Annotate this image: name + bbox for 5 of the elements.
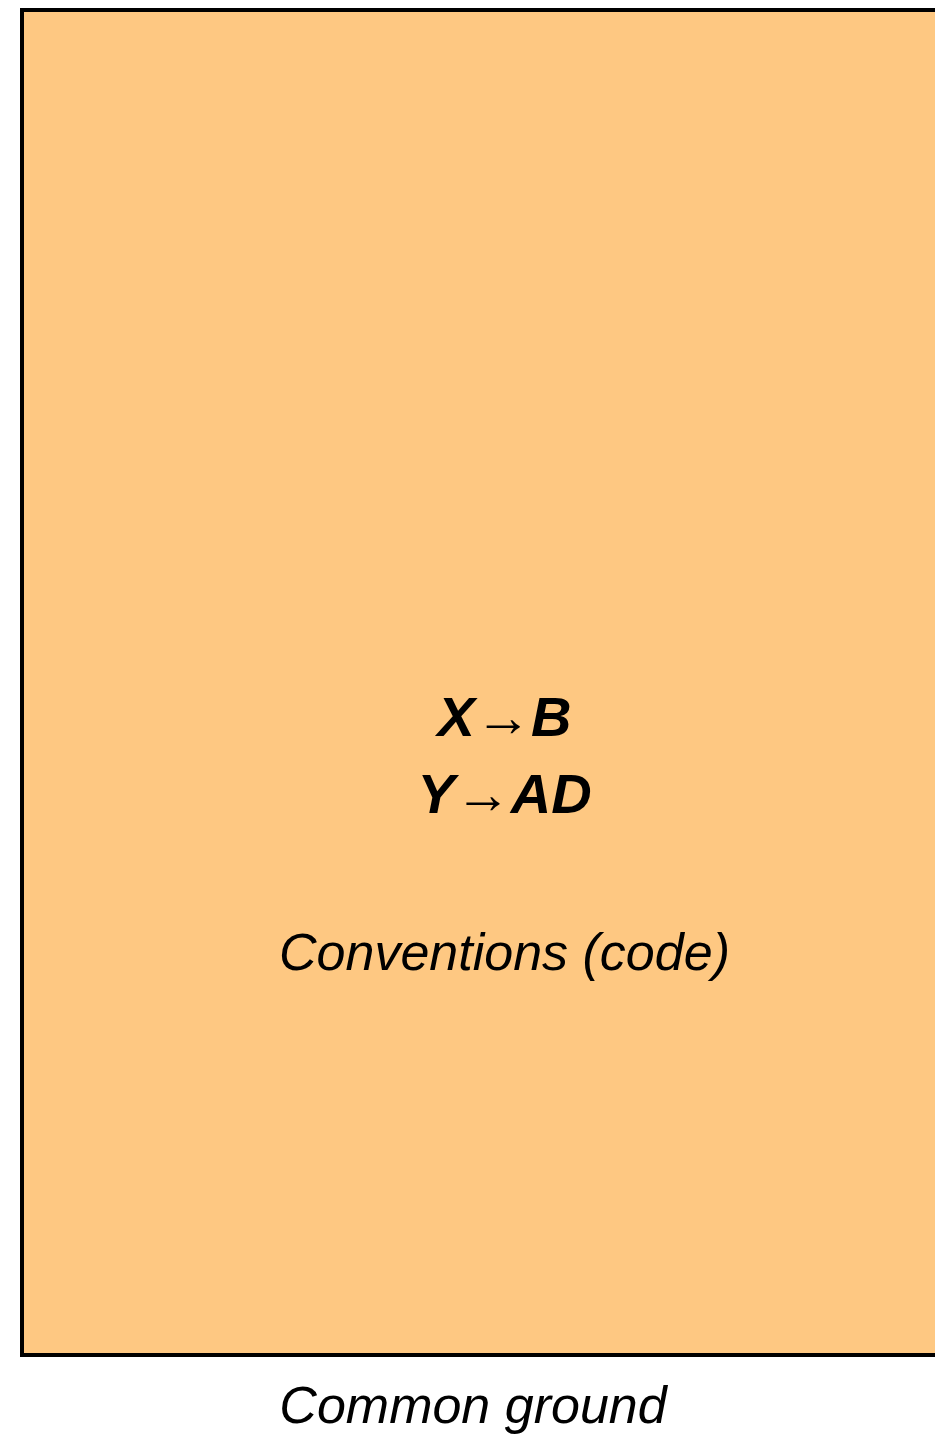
rule-text: X→B <box>437 684 572 749</box>
rule-text: Y→AD <box>417 761 592 826</box>
box-label: Conventions (code) <box>279 922 730 982</box>
rectangle-box <box>20 8 935 1357</box>
box-label: Common ground <box>279 1375 667 1435</box>
